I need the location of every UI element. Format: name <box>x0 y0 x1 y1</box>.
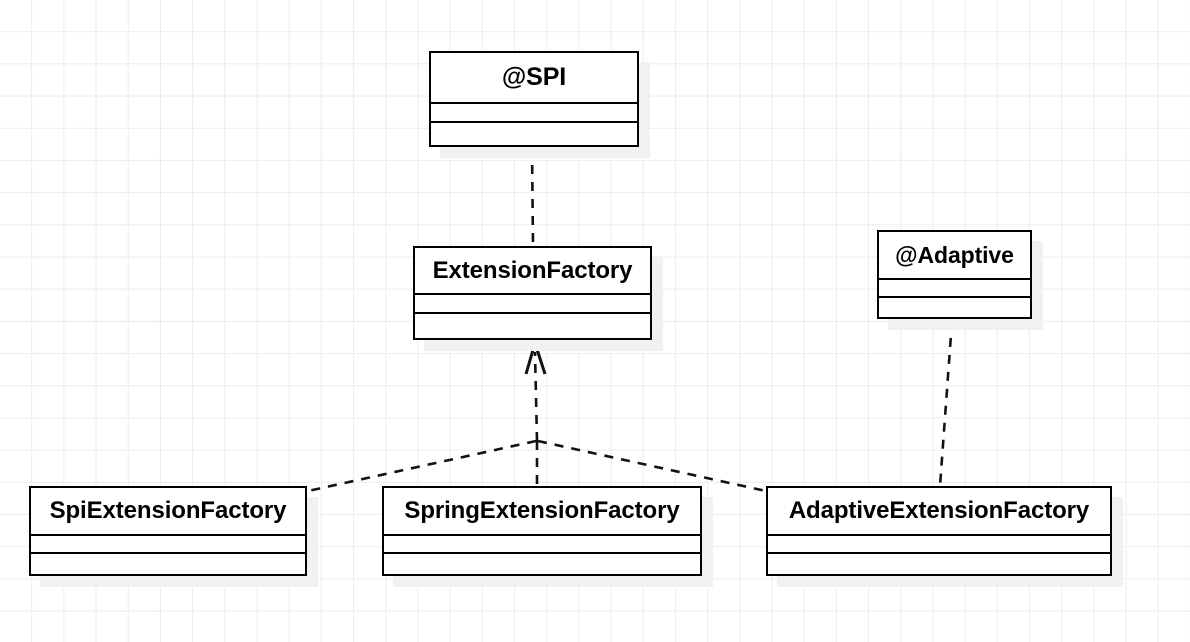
edge-spi-extensionfactory <box>530 147 535 246</box>
uml-operations-compartment-adaptive <box>879 298 1030 316</box>
uml-class-adaptiveextensionfactory[interactable]: AdaptiveExtensionFactory <box>766 486 1112 576</box>
uml-operations-compartment-springextensionfactory <box>384 554 700 574</box>
realization-arrowhead-open <box>524 337 547 375</box>
uml-attributes-compartment-adaptiveextensionfactory <box>768 536 1110 554</box>
uml-operations-compartment-adaptiveextensionfactory <box>768 554 1110 574</box>
uml-class-adaptive[interactable]: @Adaptive <box>877 230 1032 319</box>
uml-class-spiextensionfactory[interactable]: SpiExtensionFactory <box>29 486 307 576</box>
uml-class-name-spiextensionfactory: SpiExtensionFactory <box>31 488 305 536</box>
uml-attributes-compartment-springextensionfactory <box>384 536 700 554</box>
uml-operations-compartment-extensionfactory <box>415 314 650 337</box>
uml-operations-compartment-spiextensionfactory <box>31 554 305 574</box>
uml-attributes-compartment-adaptive <box>879 280 1030 298</box>
uml-class-name-adaptive: @Adaptive <box>879 232 1030 280</box>
uml-class-extensionfactory[interactable]: ExtensionFactory <box>413 246 652 340</box>
edge-adaptive-adaptiveextensionfactory <box>938 320 954 487</box>
uml-class-name-spi: @SPI <box>431 53 637 104</box>
edge-adaptiveextensionfactory-branch <box>537 439 767 493</box>
uml-attributes-compartment-spiextensionfactory <box>31 536 305 554</box>
edge-spiextensionfactory-branch <box>307 439 537 493</box>
edge-realization-trunk <box>533 351 539 442</box>
uml-attributes-compartment-extensionfactory <box>415 295 650 314</box>
uml-class-spi[interactable]: @SPI <box>429 51 639 147</box>
uml-class-name-extensionfactory: ExtensionFactory <box>415 248 650 295</box>
uml-attributes-compartment-spi <box>431 104 637 123</box>
uml-class-name-springextensionfactory: SpringExtensionFactory <box>384 488 700 536</box>
uml-class-springextensionfactory[interactable]: SpringExtensionFactory <box>382 486 702 576</box>
uml-class-name-adaptiveextensionfactory: AdaptiveExtensionFactory <box>768 488 1110 536</box>
uml-operations-compartment-spi <box>431 123 637 144</box>
